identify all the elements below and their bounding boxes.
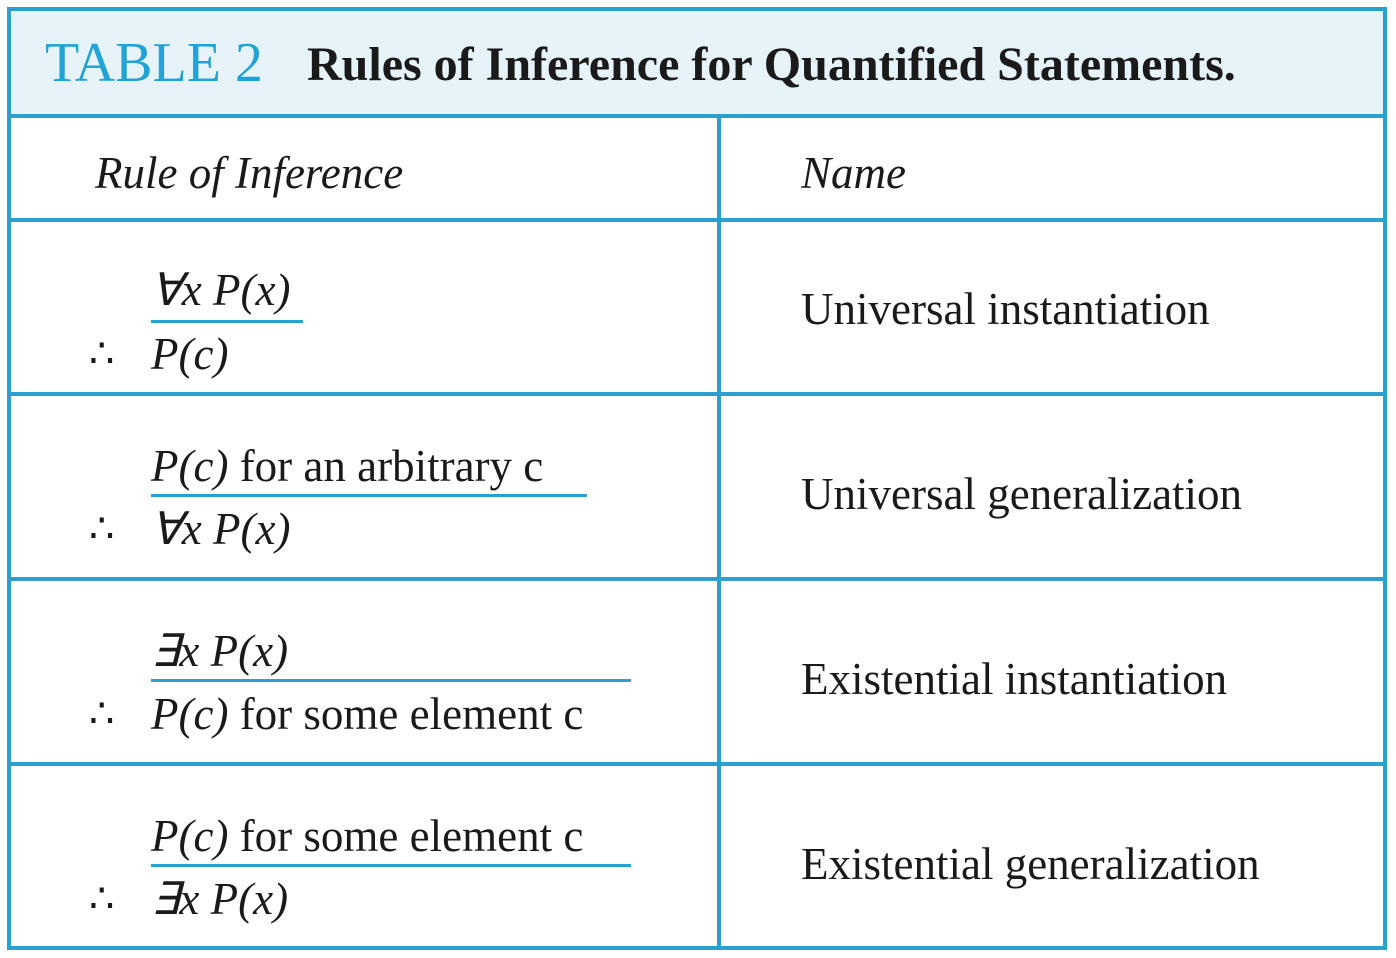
inference-line — [151, 494, 587, 497]
table-number: TABLE 2 — [45, 32, 263, 94]
rule-conclusion: ∃x P(x) — [151, 877, 288, 922]
premise-text: for some element c — [239, 811, 584, 861]
therefore-symbol: ∴ — [89, 876, 115, 922]
rule-premise: P(c) for some element c — [151, 814, 583, 859]
rule-premise: P(c) for an arbitrary c — [151, 444, 543, 489]
therefore-symbol: ∴ — [89, 506, 115, 552]
header-name: Name — [801, 148, 906, 198]
premise-formula: P(c) — [151, 811, 229, 861]
header-rule-of-inference: Rule of Inference — [95, 148, 404, 198]
conclusion-formula: P(c) — [151, 329, 229, 379]
table-row: ∀x P(x) ∴ P(c) — [11, 222, 711, 392]
rule-conclusion: ∀x P(x) — [151, 507, 290, 552]
rule-name: Existential generalization — [801, 839, 1260, 889]
conclusion-text: for some element c — [239, 689, 584, 739]
rule-name: Existential instantiation — [801, 654, 1228, 704]
table-title: Rules of Inference for Quantified Statem… — [307, 38, 1236, 91]
inference-line — [151, 679, 631, 682]
inference-line — [151, 864, 631, 867]
conclusion-formula: ∃x P(x) — [151, 874, 289, 924]
row-divider — [11, 577, 1383, 581]
rule-name: Universal generalization — [801, 469, 1243, 519]
rule-conclusion: P(c) for some element c — [151, 692, 583, 737]
conclusion-formula: P(c) — [151, 689, 229, 739]
conclusion-formula: ∀x P(x) — [151, 504, 291, 554]
row-divider — [11, 392, 1383, 396]
inference-line — [151, 320, 303, 323]
premise-formula: ∃x P(x) — [151, 626, 289, 676]
premise-text: for an arbitrary c — [239, 441, 544, 491]
rule-premise: ∀x P(x) — [151, 268, 290, 313]
table-title-bar: TABLE 2 Rules of Inference for Quantifie… — [11, 11, 1383, 118]
table-row: P(c) for an arbitrary c ∴ ∀x P(x) — [11, 396, 711, 577]
rule-conclusion: P(c) — [151, 332, 228, 377]
row-divider — [11, 218, 1383, 222]
table-row: P(c) for some element c ∴ ∃x P(x) — [11, 766, 711, 946]
row-divider — [11, 762, 1383, 766]
premise-formula: ∀x P(x) — [151, 265, 291, 315]
premise-formula: P(c) — [151, 441, 229, 491]
table-row: ∃x P(x) ∴ P(c) for some element c — [11, 581, 711, 762]
rule-name: Universal instantiation — [801, 284, 1210, 334]
rule-premise: ∃x P(x) — [151, 629, 288, 674]
therefore-symbol: ∴ — [89, 331, 115, 377]
column-divider — [717, 118, 721, 946]
inference-table: TABLE 2 Rules of Inference for Quantifie… — [7, 7, 1387, 950]
therefore-symbol: ∴ — [89, 691, 115, 737]
